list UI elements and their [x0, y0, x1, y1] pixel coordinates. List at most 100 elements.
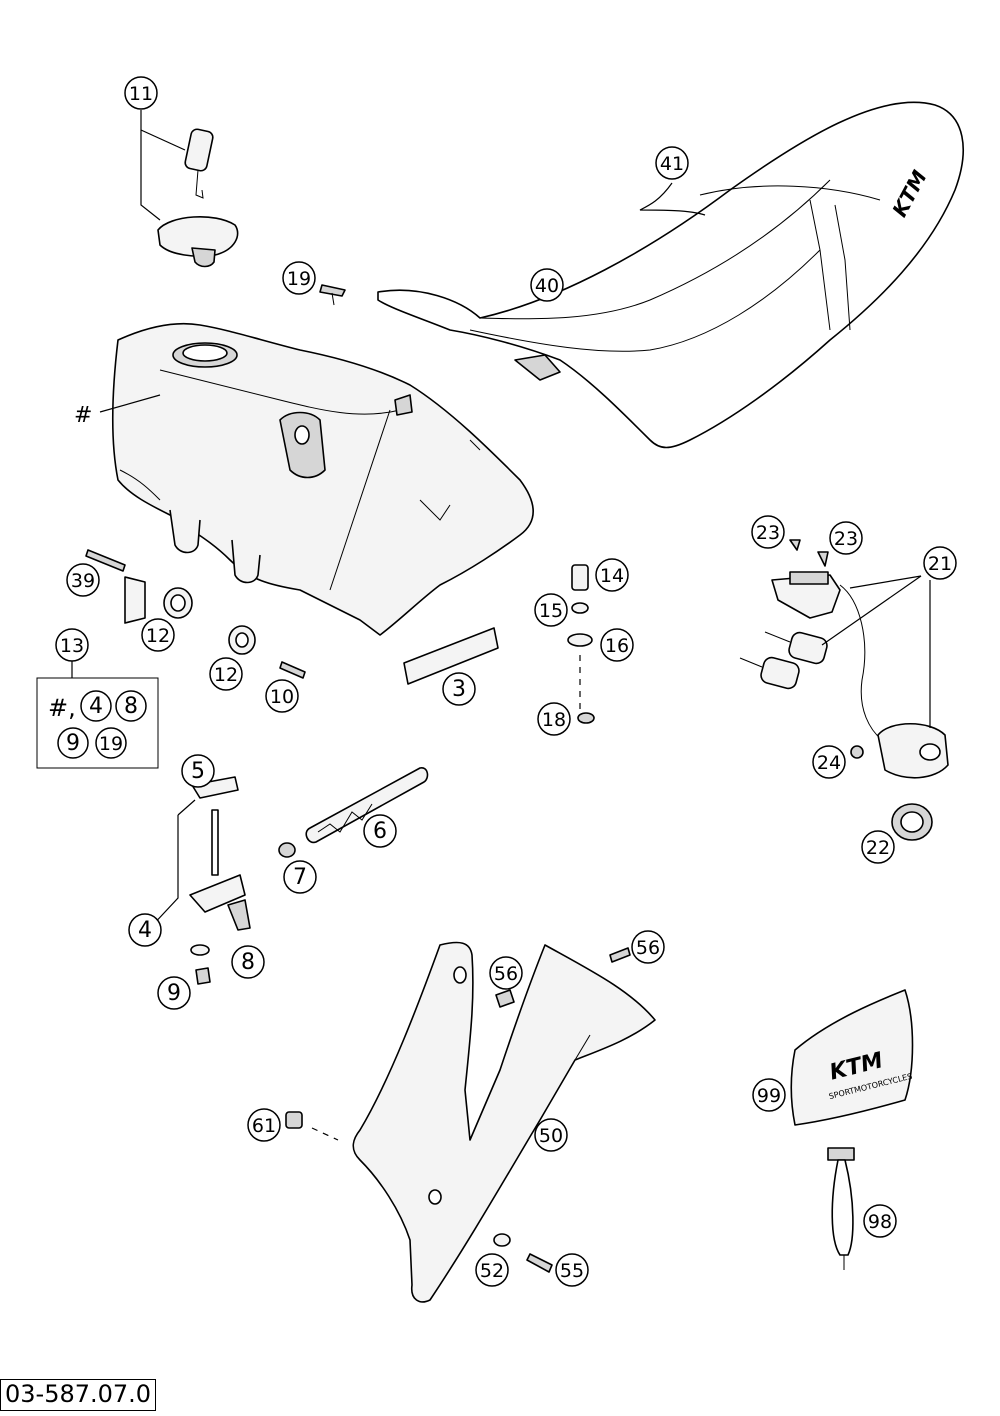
- kit-callout-1-circle: [80, 690, 112, 722]
- bush-12a-part: [163, 587, 193, 619]
- kit-callout-1-text: 4: [89, 694, 103, 719]
- callout-c99-circle: [752, 1078, 786, 1112]
- callout-c8-circle: [231, 945, 265, 979]
- callout-c41: 41: [655, 146, 689, 180]
- callout-c19a-text: 19: [287, 268, 311, 290]
- kit-callout-4: 19: [95, 727, 127, 759]
- callout-c16-circle: [600, 628, 634, 662]
- callout-c52-text: 52: [480, 1260, 504, 1282]
- callout-c56a-text: 56: [636, 937, 660, 959]
- callout-c40-text: 40: [535, 275, 559, 297]
- kit-box: [36, 677, 159, 769]
- callout-c23b-text: 23: [834, 528, 858, 550]
- kit-hash-prefix: #,: [48, 694, 76, 722]
- callout-c15-text: 15: [539, 600, 563, 622]
- side-cover-part: [352, 941, 656, 1303]
- callout-c14: 14: [595, 558, 629, 592]
- callout-c3-circle: [442, 672, 476, 706]
- nut-52-part: [493, 1233, 511, 1247]
- callout-c55: 55: [555, 1253, 589, 1287]
- callout-c61: 61: [247, 1108, 281, 1142]
- callout-c3: 3: [442, 672, 476, 706]
- callout-c10: 10: [265, 679, 299, 713]
- callout-c52-circle: [475, 1253, 509, 1287]
- screw-23b-part: [817, 551, 829, 567]
- callout-c24-circle: [812, 745, 846, 779]
- callout-c12b-text: 12: [214, 664, 238, 686]
- spacer-14-part: [571, 564, 589, 591]
- fuel-tap-part: [189, 776, 251, 931]
- callout-c11-text: 11: [129, 83, 153, 105]
- callout-c12a-circle: [141, 618, 175, 652]
- callout-c12a-text: 12: [146, 625, 170, 647]
- callout-c98: 98: [863, 1204, 897, 1238]
- o-ring-8-part: [190, 944, 210, 956]
- callout-c13: 13: [55, 628, 89, 662]
- lock-set-part: [739, 571, 949, 779]
- callout-c23b-circle: [829, 521, 863, 555]
- callout-c5: 5: [181, 754, 215, 788]
- callout-c10-circle: [265, 679, 299, 713]
- callout-c22-text: 22: [866, 837, 890, 859]
- callout-c14-text: 14: [600, 565, 624, 587]
- callout-c21: 21: [923, 546, 957, 580]
- callout-c56a-circle: [631, 930, 665, 964]
- tank-cover-99-part: KTM SPORTMOTORCYCLES: [790, 989, 913, 1126]
- bolt-39-part: [85, 549, 126, 572]
- callout-c41-circle: [655, 146, 689, 180]
- callout-c99: 99: [752, 1078, 786, 1112]
- seat-part: KTM: [377, 101, 964, 449]
- callout-c13-text: 13: [60, 635, 84, 657]
- callout-c8-text: 8: [241, 950, 255, 975]
- callout-c6: 6: [363, 814, 397, 848]
- callout-c98-text: 98: [868, 1211, 892, 1233]
- callout-c39: 39: [66, 563, 100, 597]
- callout-c56a: 56: [631, 930, 665, 964]
- washer-16-part: [567, 633, 593, 647]
- callout-c14-circle: [595, 558, 629, 592]
- lock-leader-b: [821, 575, 922, 646]
- callout-c23a: 23: [751, 515, 785, 549]
- callout-c21-text: 21: [928, 553, 952, 575]
- screw-19-part: [319, 284, 346, 306]
- kit-callout-4-circle: [95, 727, 127, 759]
- callout-c50: 50: [534, 1118, 568, 1152]
- callout-c16-text: 16: [605, 635, 629, 657]
- callout-c19a-circle: [282, 261, 316, 295]
- kit-callout-2: 8: [115, 690, 147, 722]
- tank-hash-label: #: [74, 403, 92, 428]
- callout-c56b: 56: [489, 956, 523, 990]
- fuel-cap-key-part: [184, 128, 214, 199]
- callout-c23a-circle: [751, 515, 785, 549]
- callout-c6-text: 6: [373, 819, 387, 844]
- callout-c4: 4: [128, 913, 162, 947]
- callout-c7-circle: [283, 860, 317, 894]
- callout-c40: 40: [530, 268, 564, 302]
- callout-c61-circle: [247, 1108, 281, 1142]
- clamp-7-part: [278, 842, 296, 858]
- drawing-number: 03-587.07.0: [0, 1379, 157, 1411]
- callout-c9: 9: [157, 976, 191, 1010]
- callout-c22-circle: [861, 830, 895, 864]
- callout-c23b: 23: [829, 521, 863, 555]
- kit-callout-2-circle: [115, 690, 147, 722]
- callout-c39-text: 39: [71, 570, 95, 592]
- callout-c61-text: 61: [252, 1115, 276, 1137]
- callout-c50-circle: [534, 1118, 568, 1152]
- callout-c19a: 19: [282, 261, 316, 295]
- callout-c55-text: 55: [560, 1260, 584, 1282]
- callout-c56b-circle: [489, 956, 523, 990]
- callout-c13-circle: [55, 628, 89, 662]
- grommet-22-part: [891, 803, 933, 841]
- callout-c4-circle: [128, 913, 162, 947]
- tap-leader-top: [177, 799, 196, 816]
- callout-c56b-text: 56: [494, 963, 518, 985]
- strip-3-part: [403, 627, 499, 685]
- screw-56a-part: [609, 947, 631, 963]
- screw-23a-part: [789, 539, 801, 551]
- callout-c7-text: 7: [293, 865, 307, 890]
- callout-c39-circle: [66, 563, 100, 597]
- callout-c21-circle: [923, 546, 957, 580]
- callout-c98-circle: [863, 1204, 897, 1238]
